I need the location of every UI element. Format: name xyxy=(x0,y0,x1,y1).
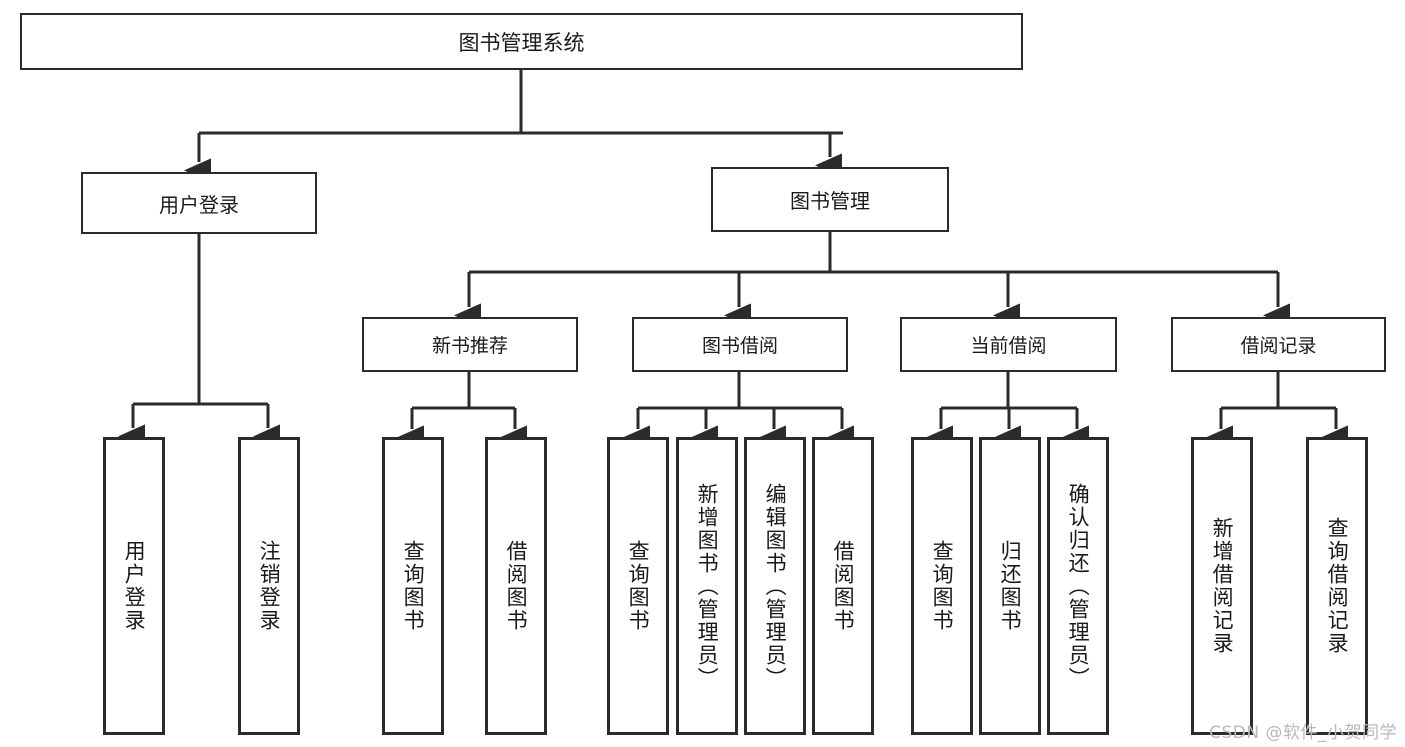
watermark-text: CSDN @软件_小贺同学 xyxy=(1209,723,1397,743)
node-label: 图书借阅 xyxy=(701,335,778,357)
node-borrow-records[interactable]: 借阅记录 xyxy=(1171,317,1386,372)
node-new-book-recommend[interactable]: 新书推荐 xyxy=(362,317,578,372)
leaf-label: 查询图书 xyxy=(401,540,426,632)
node-book-borrow[interactable]: 图书借阅 xyxy=(632,317,848,372)
leaf-label: 新增图书（管理员） xyxy=(695,482,720,690)
node-label: 图书管理系统 xyxy=(458,30,585,55)
leaf-records-query-record[interactable]: 查询借阅记录 xyxy=(1306,437,1368,735)
leaf-label: 借阅图书 xyxy=(504,540,529,632)
leaf-label: 查询借阅记录 xyxy=(1325,517,1350,655)
leaf-user-login-logout[interactable]: 注销登录 xyxy=(238,437,300,735)
node-label: 新书推荐 xyxy=(431,335,508,357)
leaf-label: 借阅图书 xyxy=(831,540,856,632)
leaf-recommend-query-book[interactable]: 查询图书 xyxy=(382,437,444,735)
node-current-borrow[interactable]: 当前借阅 xyxy=(900,317,1117,372)
leaf-user-login-login[interactable]: 用户登录 xyxy=(103,437,165,735)
leaf-label: 确认归还（管理员） xyxy=(1066,482,1091,690)
leaf-borrow-query-book[interactable]: 查询图书 xyxy=(607,437,669,735)
leaf-borrow-add-book-admin[interactable]: 新增图书（管理员） xyxy=(676,437,738,735)
node-label: 借阅记录 xyxy=(1240,335,1317,357)
leaf-current-query-book[interactable]: 查询图书 xyxy=(911,437,973,735)
leaf-label: 用户登录 xyxy=(122,540,147,632)
leaf-borrow-edit-book-admin[interactable]: 编辑图书（管理员） xyxy=(744,437,806,735)
node-user-login[interactable]: 用户登录 xyxy=(81,172,317,234)
node-label: 图书管理 xyxy=(790,189,870,213)
leaf-label: 新增借阅记录 xyxy=(1210,517,1235,655)
leaf-recommend-borrow-book[interactable]: 借阅图书 xyxy=(485,437,547,735)
leaf-label: 注销登录 xyxy=(257,540,282,632)
leaf-records-add-record[interactable]: 新增借阅记录 xyxy=(1191,437,1253,735)
node-label: 用户登录 xyxy=(159,192,239,217)
leaf-label: 归还图书 xyxy=(998,540,1023,632)
node-label: 当前借阅 xyxy=(970,335,1047,357)
node-book-management[interactable]: 图书管理 xyxy=(711,167,949,232)
node-root-book-management-system[interactable]: 图书管理系统 xyxy=(20,13,1023,70)
leaf-label: 编辑图书（管理员） xyxy=(763,482,788,690)
leaf-label: 查询图书 xyxy=(626,540,651,632)
leaf-current-return-book[interactable]: 归还图书 xyxy=(979,437,1041,735)
leaf-current-confirm-return-admin[interactable]: 确认归还（管理员） xyxy=(1047,437,1109,735)
leaf-label: 查询图书 xyxy=(930,540,955,632)
leaf-borrow-borrow-book[interactable]: 借阅图书 xyxy=(812,437,874,735)
